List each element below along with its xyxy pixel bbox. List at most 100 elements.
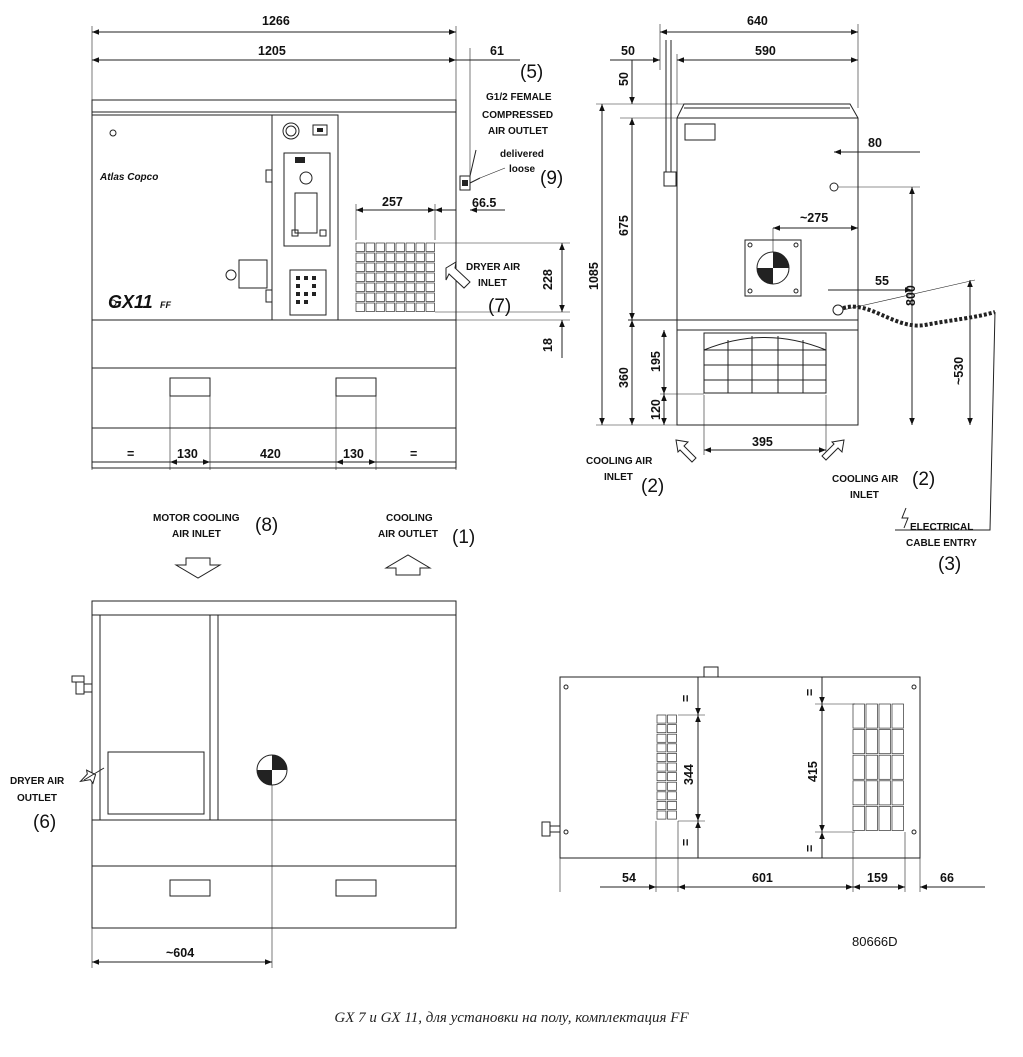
cooling-right-label-1: COOLING AIR (832, 474, 899, 485)
motor-cooling-label-1: MOTOR COOLING (153, 513, 240, 524)
dryer-inlet-label-1: DRYER AIR (466, 262, 521, 273)
top-right-grille (852, 703, 904, 831)
top-right-grille-cell (878, 729, 891, 755)
model-suffix: FF (160, 300, 171, 310)
dryer-grille-cell (425, 252, 435, 262)
motor-cooling-number: (8) (255, 515, 278, 536)
dryer-grille-cell (405, 282, 415, 292)
air-outlet-label-3: AIR OUTLET (488, 126, 548, 137)
dim-61: 61 (490, 44, 504, 58)
top-right-grille-cell (891, 780, 904, 806)
dryer-grille-cell (425, 242, 435, 252)
dryer-grille-cell (395, 282, 405, 292)
top-left-grille-cell (656, 762, 667, 772)
dryer-grille-cell (365, 252, 375, 262)
dryer-grille-cell (415, 242, 425, 252)
figure-caption: GX 7 и GX 11, для установки на полу, ком… (334, 1010, 689, 1026)
cooling-outlet-number: (1) (452, 527, 475, 548)
dryer-inlet-grille (355, 242, 435, 312)
top-right-grille-cell (852, 703, 865, 729)
dryer-grille-cell (375, 262, 385, 272)
dryer-grille-cell (375, 282, 385, 292)
dim-1085: 1085 (587, 262, 601, 290)
dim-395: 395 (752, 435, 773, 449)
dryer-inlet-arrow-icon (445, 261, 471, 289)
model-label: GX11 (108, 292, 153, 312)
dryer-grille-cell (405, 242, 415, 252)
dim-130-right: 130 (343, 447, 364, 461)
dryer-grille-cell (365, 302, 375, 312)
flow-legend: MOTOR COOLING AIR INLET (8) COOLING AIR … (153, 513, 475, 579)
fork-pocket-left (169, 377, 211, 397)
top-right-grille-cell (891, 703, 904, 729)
dim-1205: 1205 (258, 44, 286, 58)
dryer-outlet-label-2: OUTLET (17, 793, 57, 804)
top-outlet-fitting-icon (703, 666, 719, 678)
eq-344-top: = (679, 695, 693, 702)
brand-logo: Atlas Copco (99, 172, 158, 183)
dryer-grille-cell (365, 242, 375, 252)
dim-675: 675 (617, 215, 631, 236)
motor-cooling-label-2: AIR INLET (172, 529, 221, 540)
top-left-grille-cell (667, 714, 677, 724)
dryer-grille-cell (355, 302, 365, 312)
eq-415-bottom: = (803, 845, 817, 852)
top-view: 344 = = 415 = = 54 601 159 66 (541, 666, 985, 892)
dim-eq-left: = (127, 447, 134, 461)
electrical-leader (895, 311, 996, 531)
top-left-grille (656, 714, 677, 820)
dim-360: 360 (617, 367, 631, 388)
dryer-grille-cell (355, 272, 365, 282)
dim-275: ~275 (800, 211, 828, 225)
front-door-panel (91, 114, 273, 321)
controller-display (283, 152, 331, 247)
dryer-grille-cell (415, 282, 425, 292)
top-left-grille-cell (667, 772, 677, 782)
eq-415-top: = (803, 689, 817, 696)
dryer-grille-cell (395, 262, 405, 272)
dim-eq-right: = (410, 447, 417, 461)
cooling-left-label-1: COOLING AIR (586, 456, 653, 467)
dryer-outlet-label-1: DRYER AIR (10, 776, 65, 787)
dryer-grille-cell (385, 292, 395, 302)
electrical-label-2: CABLE ENTRY (906, 538, 977, 549)
rear-view: ~604 DRYER AIR OUTLET (6) (10, 600, 457, 968)
top-right-grille-cell (865, 729, 878, 755)
dryer-grille-cell (425, 302, 435, 312)
dryer-grille-cell (385, 282, 395, 292)
dryer-grille-cell (375, 272, 385, 282)
electrical-label-1: ELECTRICAL (910, 522, 973, 533)
top-right-grille-cell (878, 780, 891, 806)
top-left-grille-cell (667, 733, 677, 743)
side-view: 640 50 590 ~275 80 (586, 14, 996, 575)
dryer-grille-cell (415, 252, 425, 262)
dim-66-5: 66.5 (472, 196, 496, 210)
top-right-grille-cell (878, 806, 891, 831)
dryer-grille-cell (355, 292, 365, 302)
top-left-grille-cell (667, 791, 677, 801)
dryer-grille-cell (415, 292, 425, 302)
top-right-grille-cell (852, 806, 865, 831)
dim-228: 228 (541, 269, 555, 290)
dryer-grille-cell (375, 292, 385, 302)
cooling-right-number: (2) (912, 469, 935, 490)
top-left-grille-cell (656, 801, 667, 810)
top-right-grille-cell (891, 729, 904, 755)
electrical-bolt-icon (901, 507, 909, 529)
top-right-grille-cell (891, 806, 904, 831)
dryer-grille-cell (355, 252, 365, 262)
fork-pocket-right (335, 377, 377, 397)
cooling-inlet-left-arrow-icon (675, 439, 697, 463)
dryer-grille-cell (405, 292, 415, 302)
dim-120: 120 (649, 399, 663, 420)
dim-66: 66 (940, 871, 954, 885)
delivered-label-2: loose (509, 164, 536, 175)
top-left-grille-cell (656, 753, 667, 762)
front-view: 1266 1205 61 Atlas Copco GX11 (91, 14, 570, 470)
dryer-grille-cell (385, 302, 395, 312)
top-left-grille-cell (656, 791, 667, 801)
dryer-grille-cell (425, 282, 435, 292)
dryer-grille-cell (385, 262, 395, 272)
dryer-grille-cell (385, 272, 395, 282)
cooling-left-number: (2) (641, 476, 664, 497)
